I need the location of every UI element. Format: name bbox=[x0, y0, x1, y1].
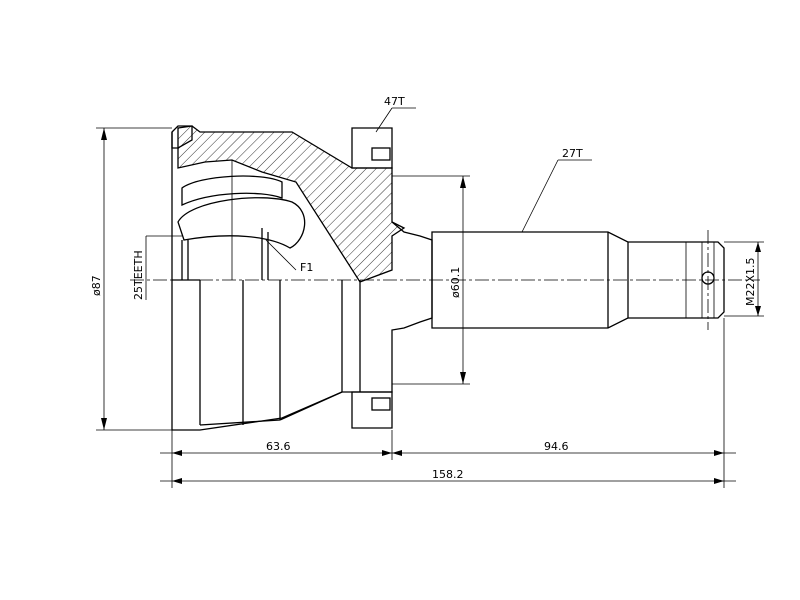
tone-ring-slot-top bbox=[371, 147, 391, 161]
dim-87-arrow-bottom bbox=[101, 418, 107, 430]
dim-87-arrow-top bbox=[101, 128, 107, 140]
label-length-63: 63.6 bbox=[266, 440, 291, 453]
housing-outline bbox=[171, 132, 433, 431]
label-27t: 27T bbox=[562, 147, 583, 160]
label-47t: 47T bbox=[384, 95, 405, 108]
dim-94-arrow-left bbox=[392, 450, 402, 456]
leader-f1 bbox=[265, 239, 297, 271]
label-f1: F1 bbox=[300, 261, 313, 274]
label-25teeth: 25TEETH bbox=[132, 250, 145, 300]
bore-taper bbox=[279, 391, 343, 421]
dim-94-arrow-right bbox=[714, 450, 724, 456]
dimension-lines bbox=[96, 107, 764, 488]
bore-bottom bbox=[199, 419, 281, 426]
dim-63-arrow-left bbox=[172, 450, 182, 456]
dim-60-arrow-bottom bbox=[460, 372, 466, 384]
dim-60-arrow-top bbox=[460, 176, 466, 188]
label-length-158: 158.2 bbox=[432, 468, 464, 481]
dim-m22-arrow-top bbox=[755, 242, 761, 252]
label-diameter-60: ø60.1 bbox=[449, 267, 462, 298]
label-length-94: 94.6 bbox=[544, 440, 569, 453]
label-diameter-87: ø87 bbox=[90, 275, 103, 296]
leader-47t bbox=[375, 107, 393, 133]
ball-race-mid bbox=[177, 197, 306, 249]
dim-158-arrow-left bbox=[172, 478, 182, 484]
ball-race-upper bbox=[181, 175, 283, 207]
shoulder-ring-bottom bbox=[351, 391, 393, 429]
bell-housing bbox=[171, 125, 433, 431]
dim-m22-arrow-bottom bbox=[755, 306, 761, 316]
label-thread-m22: M22X1.5 bbox=[744, 257, 757, 306]
dim-63-arrow-right bbox=[382, 450, 392, 456]
dim-158-arrow-right bbox=[714, 478, 724, 484]
leader-27t bbox=[521, 159, 559, 233]
housing-section-hatch bbox=[177, 125, 406, 283]
tone-ring-slot-bottom bbox=[371, 397, 391, 411]
